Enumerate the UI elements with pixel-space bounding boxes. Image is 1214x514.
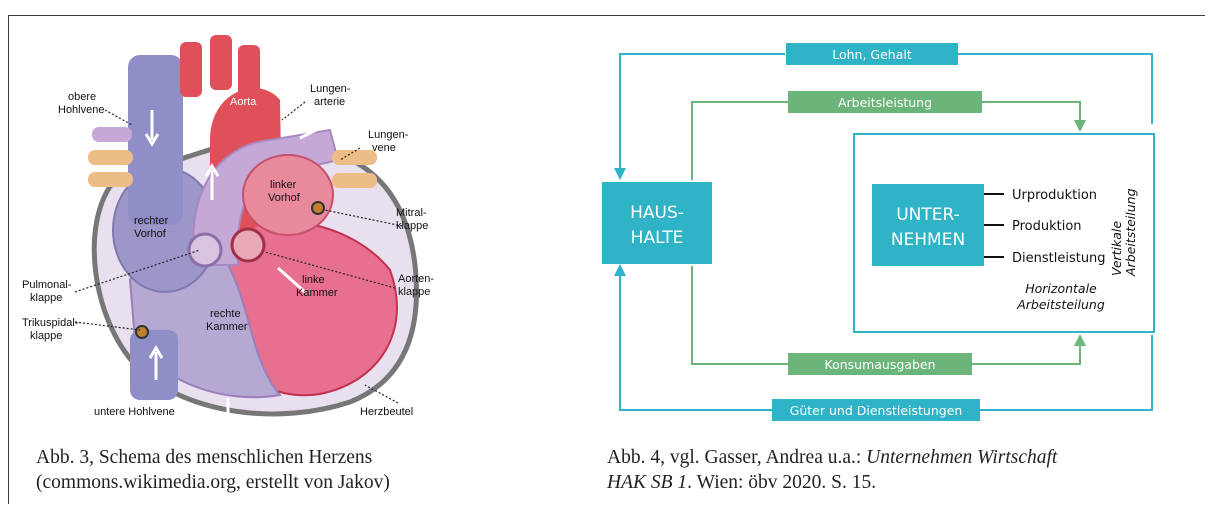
figure3-caption-line1: Abb. 3, Schema des menschlichen Herzens — [36, 447, 373, 468]
label-linker-vorhof-1: linker — [270, 179, 297, 191]
label-aortenklappe-2: klappe — [398, 286, 430, 298]
label-untere-hohlvene: untere Hohlvene — [94, 406, 175, 418]
label-linke-kammer-2: Kammer — [296, 287, 338, 299]
mitralklappe-shape — [311, 201, 325, 215]
figure3-caption-line2: (commons.wikimedia.org, erstellt von Jak… — [36, 472, 390, 493]
label-trikuspidalklappe-1: Trikuspidal- — [22, 317, 79, 329]
aortenklappe-shape — [230, 227, 266, 263]
heart-diagram: obere Hohlvene Aorta Lungen- arterie Lun… — [22, 35, 434, 418]
inner-loop-arrow-up — [1074, 334, 1086, 346]
inner-loop-arrow-down — [1074, 120, 1086, 132]
outer-loop-bottom — [980, 335, 1153, 411]
aorta-branch-3 — [238, 45, 260, 100]
unternehmen-label-2: NEHMEN — [891, 230, 965, 250]
figure4-caption-title2: HAK SB 1 — [607, 472, 688, 493]
label-linke-kammer-1: linke — [302, 274, 325, 286]
figure4-caption-line1: Abb. 4, vgl. Gasser, Andrea u.a.: Untern… — [607, 445, 1057, 470]
inner-loop-top-right — [982, 101, 1081, 122]
sector-dienstleistung: Dienstleistung — [1012, 251, 1106, 266]
sector-urproduktion: Urproduktion — [1012, 188, 1097, 203]
label-rechte-kammer-2: Kammer — [206, 321, 248, 333]
outer-loop-bottom-left — [619, 274, 772, 411]
unternehmen-label-1: UNTER- — [896, 205, 960, 225]
page-frame — [8, 15, 1205, 504]
haushalte-box — [602, 182, 712, 264]
figure4-caption-line2: HAK SB 1. Wien: öbv 2020. S. 15. — [607, 470, 1057, 495]
horizontale-label-1: Horizontale — [1025, 281, 1097, 296]
outer-loop-top-right — [958, 53, 1153, 124]
unternehmen-frame — [853, 133, 1155, 333]
label-pulmonalklappe-2: klappe — [30, 292, 62, 304]
lung-vein-2 — [332, 173, 377, 188]
label-linker-vorhof-2: Vorhof — [268, 192, 301, 204]
label-lungenvene-2: vene — [372, 142, 396, 154]
label-lungenarterie-1: Lungen- — [310, 83, 351, 95]
label-lungenvene-1: Lungen- — [368, 129, 409, 141]
pulmonalklappe-shape — [187, 232, 223, 268]
label-pulmonalklappe-1: Pulmonal- — [22, 279, 72, 291]
label-aortenklappe-1: Aorten- — [398, 273, 434, 285]
flow-label-lohn: Lohn, Gehalt — [832, 47, 912, 62]
figure3-caption: Abb. 3, Schema des menschlichen Herzens … — [36, 445, 390, 495]
label-connectors — [74, 101, 403, 404]
sector-produktion: Produktion — [1012, 219, 1082, 234]
flow-label-konsumausgaben: Konsumausgaben — [825, 357, 936, 372]
inner-loop-top-left — [691, 101, 788, 180]
lung-vein-left-2 — [88, 150, 133, 165]
vena-cava-inferior-shape — [130, 330, 178, 400]
vertikale-label-2: Arbeitsteilung — [1123, 188, 1138, 277]
haushalte-label-1: HAUS- — [630, 203, 684, 223]
label-obere-hohlvene-1: obere — [68, 91, 96, 103]
outer-loop-top — [619, 53, 785, 170]
lung-vein-left-3 — [88, 172, 133, 187]
lung-vein-1 — [332, 150, 377, 165]
inner-loop-bottom-left — [691, 266, 788, 365]
flow-label-gueter: Güter und Dienstleistungen — [790, 403, 963, 418]
flow-arrows — [144, 103, 321, 415]
label-lungenarterie-2: arterie — [314, 96, 345, 108]
label-herzbeutel: Herzbeutel — [360, 406, 413, 418]
figure4-caption-rest: . Wien: öbv 2020. S. 15. — [687, 472, 877, 493]
figure4-caption: Abb. 4, vgl. Gasser, Andrea u.a.: Untern… — [607, 445, 1057, 495]
label-rechter-vorhof-2: Vorhof — [134, 228, 167, 240]
vertikale-arbeitsteilung-label: Vertikale Arbeitsteilung — [1109, 188, 1138, 277]
horizontale-label-2: Arbeitsteilung — [1016, 297, 1105, 312]
label-mitralklappe-2: klappe — [396, 220, 428, 232]
label-rechter-vorhof-1: rechter — [134, 215, 169, 227]
lung-vein-left-1 — [92, 127, 132, 142]
label-rechte-kammer-1: rechte — [210, 308, 241, 320]
outer-loop-arrow-up — [614, 264, 626, 276]
inner-loop-bottom-right — [972, 344, 1081, 365]
flow-box-konsumausgaben — [788, 353, 972, 375]
figure4-caption-title1: Unternehmen Wirtschaft — [866, 447, 1058, 468]
left-atrium-shape — [242, 154, 334, 236]
aorta-branch-1 — [180, 42, 202, 97]
label-mitralklappe-1: Mitral- — [396, 207, 427, 219]
haushalte-label-2: HALTE — [631, 228, 684, 248]
label-aorta: Aorta — [230, 96, 257, 108]
figure4-caption-prefix: Abb. 4, vgl. Gasser, Andrea u.a.: — [607, 447, 867, 468]
vertikale-label-1: Vertikale — [1109, 221, 1124, 276]
flow-box-lohn — [786, 43, 958, 65]
trikuspidalklappe-shape — [135, 325, 149, 339]
label-obere-hohlvene-2: Hohlvene — [58, 104, 104, 116]
flow-box-arbeitsleistung — [788, 91, 982, 113]
flow-box-gueter — [772, 399, 980, 421]
outer-loop-arrow-down — [614, 168, 626, 180]
unternehmen-box — [872, 184, 984, 266]
flow-label-arbeitsleistung: Arbeitsleistung — [838, 95, 932, 110]
aorta-branch-2 — [210, 35, 232, 90]
label-trikuspidalklappe-2: klappe — [30, 330, 62, 342]
economic-cycle-diagram: Lohn, Gehalt Arbeitsleistung Konsumausga… — [602, 43, 1155, 421]
